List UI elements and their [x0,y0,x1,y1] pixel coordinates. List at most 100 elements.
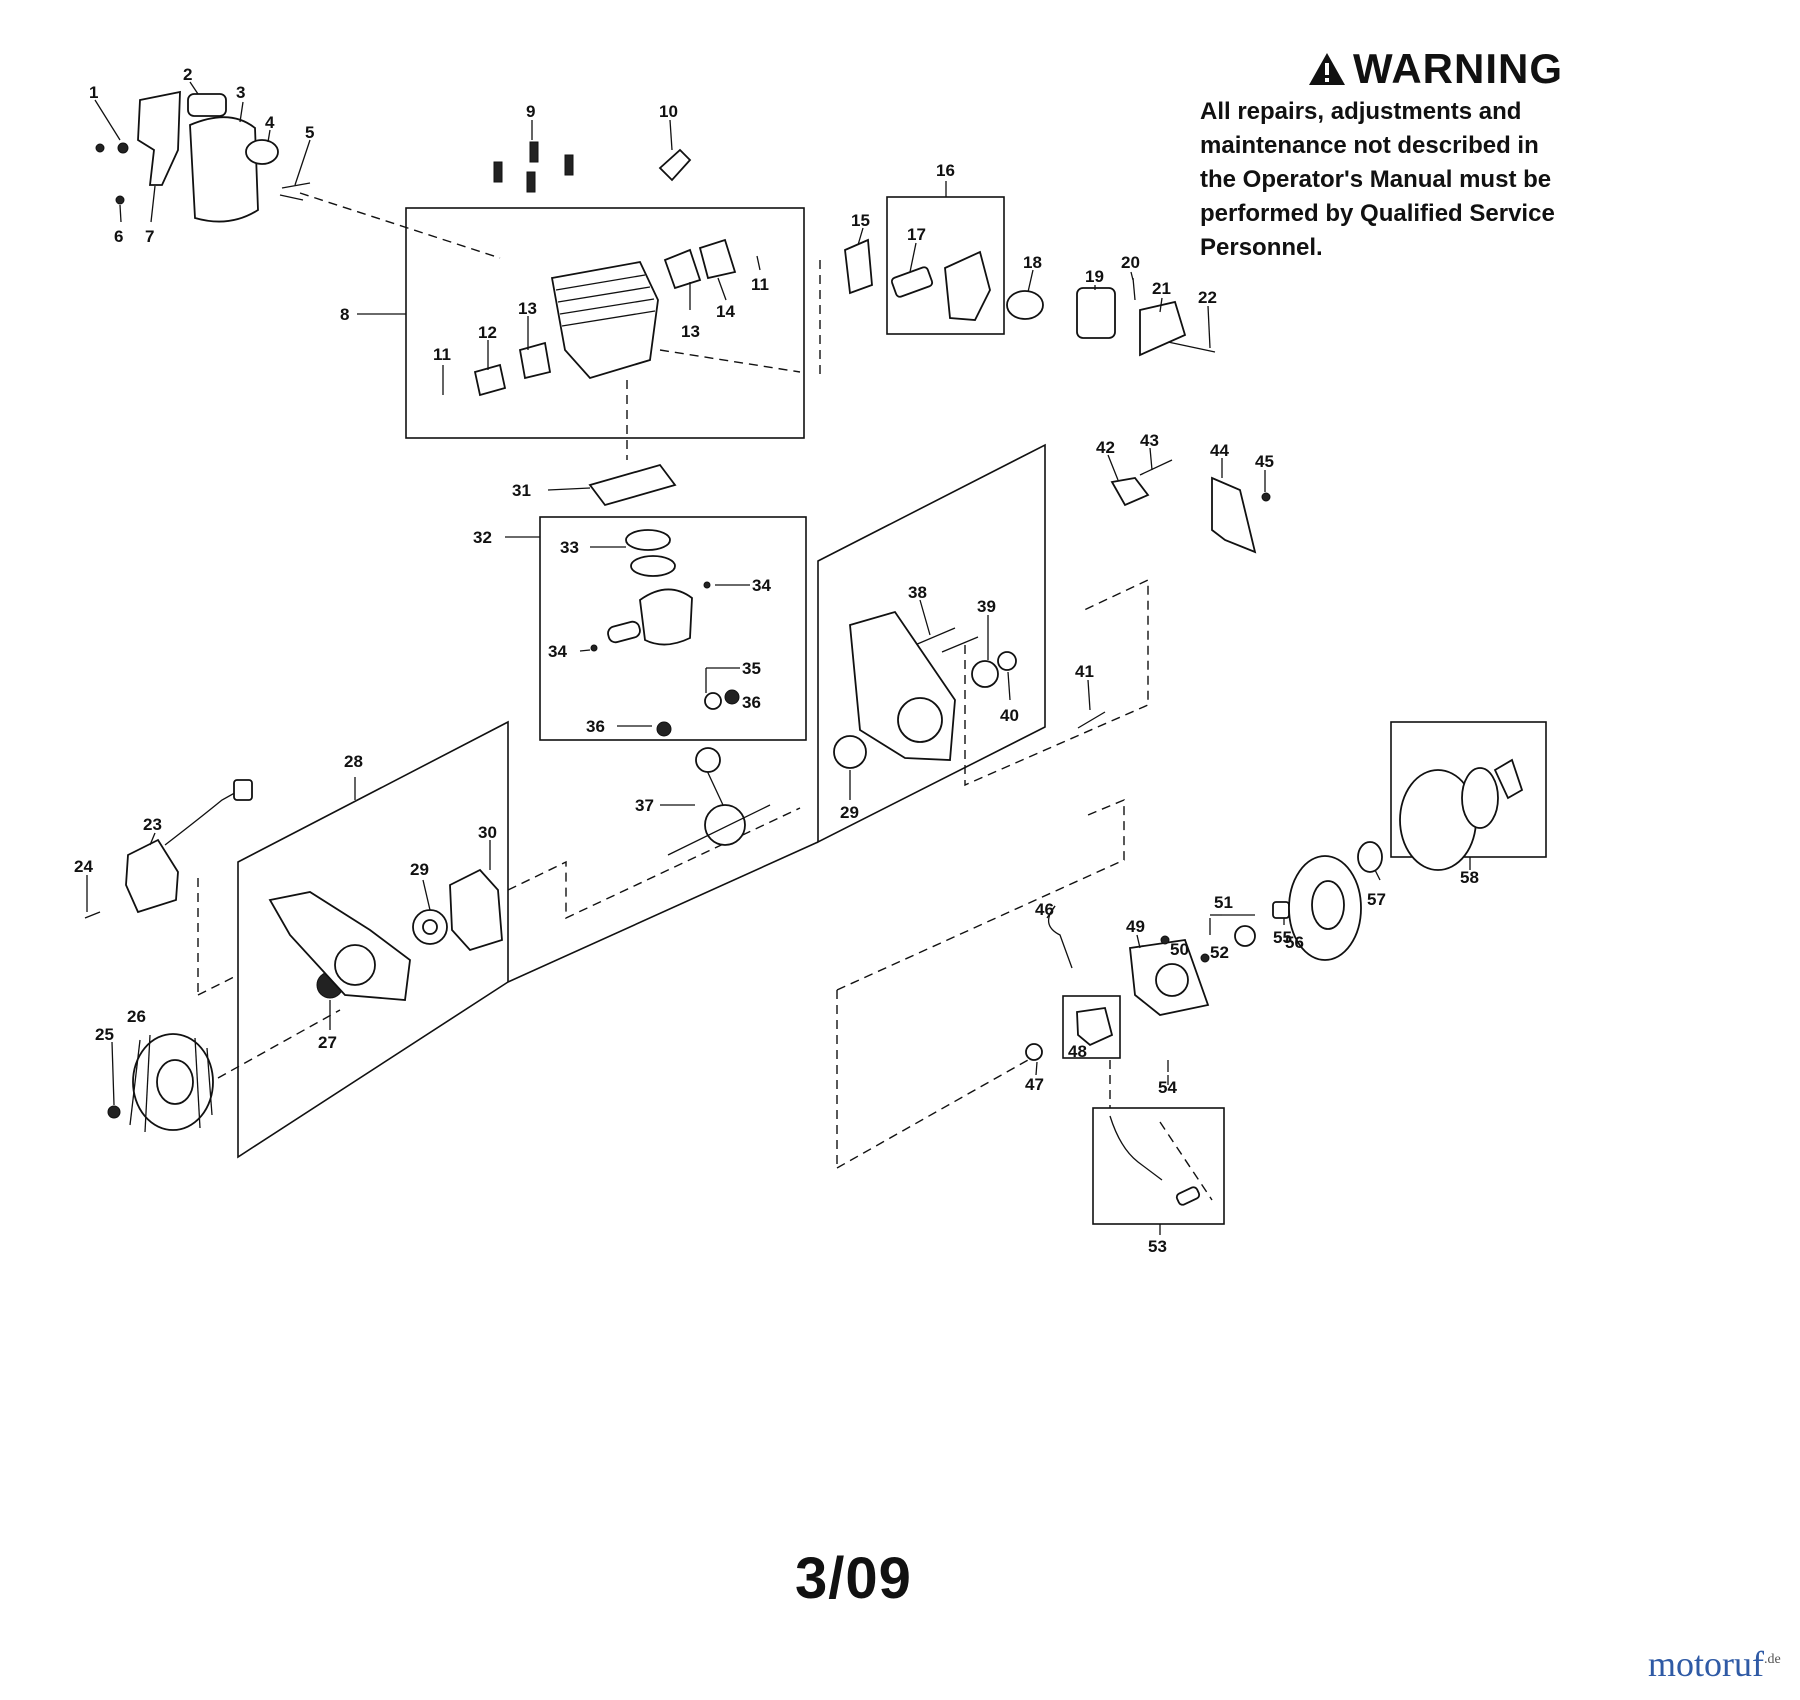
part-label: 34 [548,642,567,661]
bearing-icon [833,735,867,769]
part-label: 5 [305,123,314,142]
part-label: 46 [1035,900,1054,919]
intake-gasket-icon [844,238,873,295]
part-label: 32 [473,528,492,547]
align-line [197,974,239,996]
part-label: 9 [526,102,535,121]
piston-pin-icon [607,620,641,644]
piston-icon [639,588,693,646]
part-label: 50 [1170,940,1189,959]
part-label: 58 [1460,868,1479,887]
watermark-brand: motoruf [1648,1644,1764,1684]
clutch-tool-icon [1493,758,1524,800]
part-label: 3 [236,83,245,102]
part-label: 34 [752,576,771,595]
part-label: 53 [1148,1237,1167,1256]
part-label: 45 [1255,452,1274,471]
part-label: 44 [1210,441,1229,460]
bolt-icon [526,171,536,193]
warning-line: the Operator's Manual must be [1200,166,1552,193]
crankcase-right-box [817,443,1046,844]
part-label: 22 [1198,288,1217,307]
part-label: 38 [908,583,927,602]
cylinder-group-box [405,207,805,439]
crankcase-bearing-bore-icon [897,697,943,743]
part-label: 55 [1273,928,1292,947]
screw-icon [1132,277,1136,301]
part-label: 39 [977,597,996,616]
circlip-icon [590,644,598,652]
intake-group-box [886,196,1005,335]
exhaust-gasket-icon [245,139,279,165]
warning-title-text: WARNING [1353,45,1563,92]
part-label: 49 [1126,917,1145,936]
piston-group-box [539,516,807,741]
crankshaft-icon [667,747,771,856]
part-label: 29 [410,860,429,879]
part-label: 7 [145,227,154,246]
bearing-icon [704,692,722,710]
part-label: 33 [560,538,579,557]
ignition-module-icon [125,838,179,914]
cylinder-gasket-icon [588,463,677,507]
chain-catcher-icon [1110,477,1150,507]
align-line [659,349,801,373]
nut-icon [117,142,129,154]
part-label: 18 [1023,253,1042,272]
crankcase-left-icon [268,891,411,1001]
part-label: 47 [1025,1075,1044,1094]
part-label: 8 [340,305,349,324]
hose-fitting-icon [1175,1186,1201,1206]
part-label: 48 [1068,1042,1087,1061]
bolt-icon [1077,711,1106,729]
bearing-inner-icon [422,919,438,935]
part-label: 13 [518,299,537,318]
part-label: 43 [1140,431,1159,450]
bolt-icon [564,154,574,176]
oil-line-group-box [1062,995,1121,1059]
part-label: 1 [89,83,98,102]
piston-ring-icon [625,529,671,551]
part-label: 16 [936,161,955,180]
pin-icon [914,627,956,646]
align-line [299,192,501,259]
flywheel-nut-icon [107,1105,121,1119]
screw-icon [84,911,101,919]
part-label: 19 [1085,267,1104,286]
intake-boot-icon [890,266,934,298]
watermark-suffix: .de [1763,1652,1781,1667]
guard-plate-icon [1211,476,1257,554]
screw-icon [281,182,311,189]
page-number: 3/09 [795,1546,912,1611]
part-label: 11 [751,275,769,294]
crankcase-gasket-icon [449,868,503,952]
warning-line: performed by Qualified Service [1200,200,1555,227]
carburetor-icon [1076,287,1116,339]
warning-line: maintenance not described in [1200,132,1539,159]
part-label: 11 [433,345,451,364]
circlip-icon [703,581,711,589]
part-label: 31 [512,481,531,500]
part-label: 6 [114,227,123,246]
part-label: 51 [1214,893,1233,912]
part-label: 28 [344,752,363,771]
part-label: 25 [95,1025,114,1044]
part-label: 26 [127,1007,146,1026]
air-filter-bracket-icon [1139,300,1187,357]
part-label: 29 [840,803,859,822]
flange-gasket-icon [663,248,702,290]
screw-head-icon [1160,935,1170,945]
part-label: 23 [143,815,162,834]
flange-plate-icon [698,238,737,280]
spark-plug-icon [658,148,692,182]
flange-plate-icon [473,363,507,397]
carb-gasket-icon [1006,290,1044,320]
part-label: 57 [1367,890,1386,909]
oil-hose-group-box [1092,1107,1225,1225]
part-label: 36 [742,693,761,712]
muffler-icon [189,116,259,223]
needle-bearing-icon [724,689,740,705]
part-label: 20 [1121,253,1140,272]
warning-body: All repairs, adjustments and maintenance… [1200,95,1640,265]
